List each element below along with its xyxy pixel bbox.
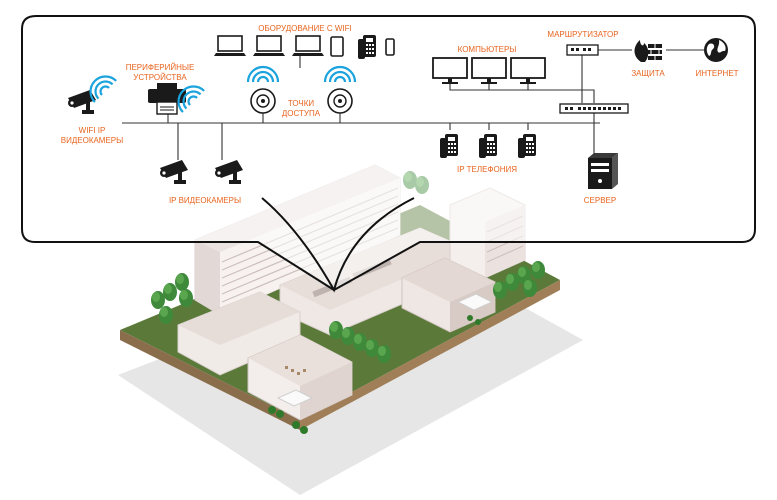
label-ip-phones: IP ТЕЛЕФОНИЯ [457,165,517,174]
trees [151,171,545,434]
wifi-equipment-icons [213,35,395,59]
label-ip-cameras: IP ВИДЕОКАМЕРЫ [169,196,241,205]
globe-icon [704,38,728,62]
network-lines [122,49,704,160]
label-server: СЕРВЕР [584,196,616,205]
label-access-points-1: ТОЧКИ [288,99,315,108]
firewall-icon [634,40,662,62]
computers [432,57,546,85]
label-wifi-cameras-1: WIFI IP [79,126,106,135]
access-point-icon [327,88,353,114]
label-peripherals-2: УСТРОЙСТВА [133,73,187,82]
router-icon [566,44,599,56]
smartphone-icon [385,38,395,56]
frame-pointer [261,197,415,293]
label-router: МАРШРУТИЗАТОР [547,30,618,39]
tablet-icon [330,36,344,57]
access-point-icon [250,88,276,114]
label-wifi-cameras-2: ВИДЕОКАМЕРЫ [61,136,123,145]
printer-icon [148,83,186,115]
label-computers: КОМПЬЮТЕРЫ [458,45,517,54]
label-protection: ЗАЩИТА [631,69,665,78]
label-wifi-equipment: ОБОРУДОВАНИЕ С WIFI [258,24,352,33]
server-icon [588,153,618,189]
switch-icon [559,103,629,114]
label-access-points-2: ДОСТУПА [282,109,321,118]
diagram-frame [21,15,756,291]
label-peripherals-1: ПЕРИФЕРИЙНЫЕ [126,63,195,72]
label-internet: ИНТЕРНЕТ [695,69,738,78]
